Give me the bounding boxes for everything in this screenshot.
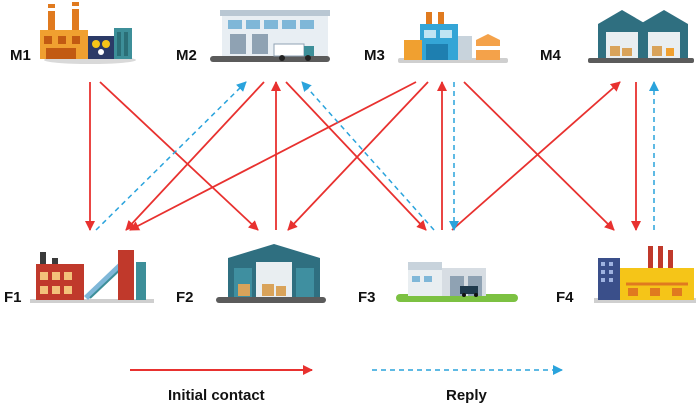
warehouse-forklift-icon xyxy=(588,10,694,63)
edge-m2-to-f3 xyxy=(285,81,427,231)
node-f1: F1 xyxy=(4,250,154,306)
edge-m3-to-f1 xyxy=(129,81,417,231)
node-m4: M4 xyxy=(540,10,694,64)
edge-f3-to-m2 xyxy=(301,81,435,231)
edge-f1-to-m2 xyxy=(95,81,247,231)
office-warehouse-icon xyxy=(396,262,518,302)
edge-m1-to-f2 xyxy=(99,81,259,231)
node-label-m4: M4 xyxy=(540,47,561,64)
edge-f3-to-m4 xyxy=(451,81,621,231)
node-label-f3: F3 xyxy=(358,289,376,306)
edges-layer xyxy=(85,81,659,231)
edge-m3-to-f2 xyxy=(287,81,429,231)
legend: Initial contact Reply xyxy=(130,365,563,404)
factory-tanks-icon xyxy=(398,12,508,63)
legend-reply-label: Reply xyxy=(446,387,488,404)
node-m3: M3 xyxy=(364,12,508,64)
warehouse-truck-icon xyxy=(210,10,330,62)
edge-m2-to-f1 xyxy=(125,81,265,231)
edge-m3-to-f4 xyxy=(463,81,615,231)
node-label-f2: F2 xyxy=(176,289,194,306)
factory-conveyor-icon xyxy=(30,250,154,303)
node-f3: F3 xyxy=(358,262,518,306)
legend-initial-contact-label: Initial contact xyxy=(168,387,265,404)
node-label-m3: M3 xyxy=(364,47,385,64)
node-f4: F4 xyxy=(556,246,696,306)
node-label-m2: M2 xyxy=(176,47,197,64)
node-label-f4: F4 xyxy=(556,289,574,306)
node-label-f1: F1 xyxy=(4,289,22,306)
node-m1: M1 xyxy=(10,2,136,64)
node-f2: F2 xyxy=(176,244,326,306)
node-label-m1: M1 xyxy=(10,47,31,64)
warehouse-loading-dock-icon xyxy=(216,244,326,303)
node-m2: M2 xyxy=(176,10,330,64)
factory-smokestacks-icon xyxy=(40,2,136,64)
factory-office-icon xyxy=(594,246,696,303)
